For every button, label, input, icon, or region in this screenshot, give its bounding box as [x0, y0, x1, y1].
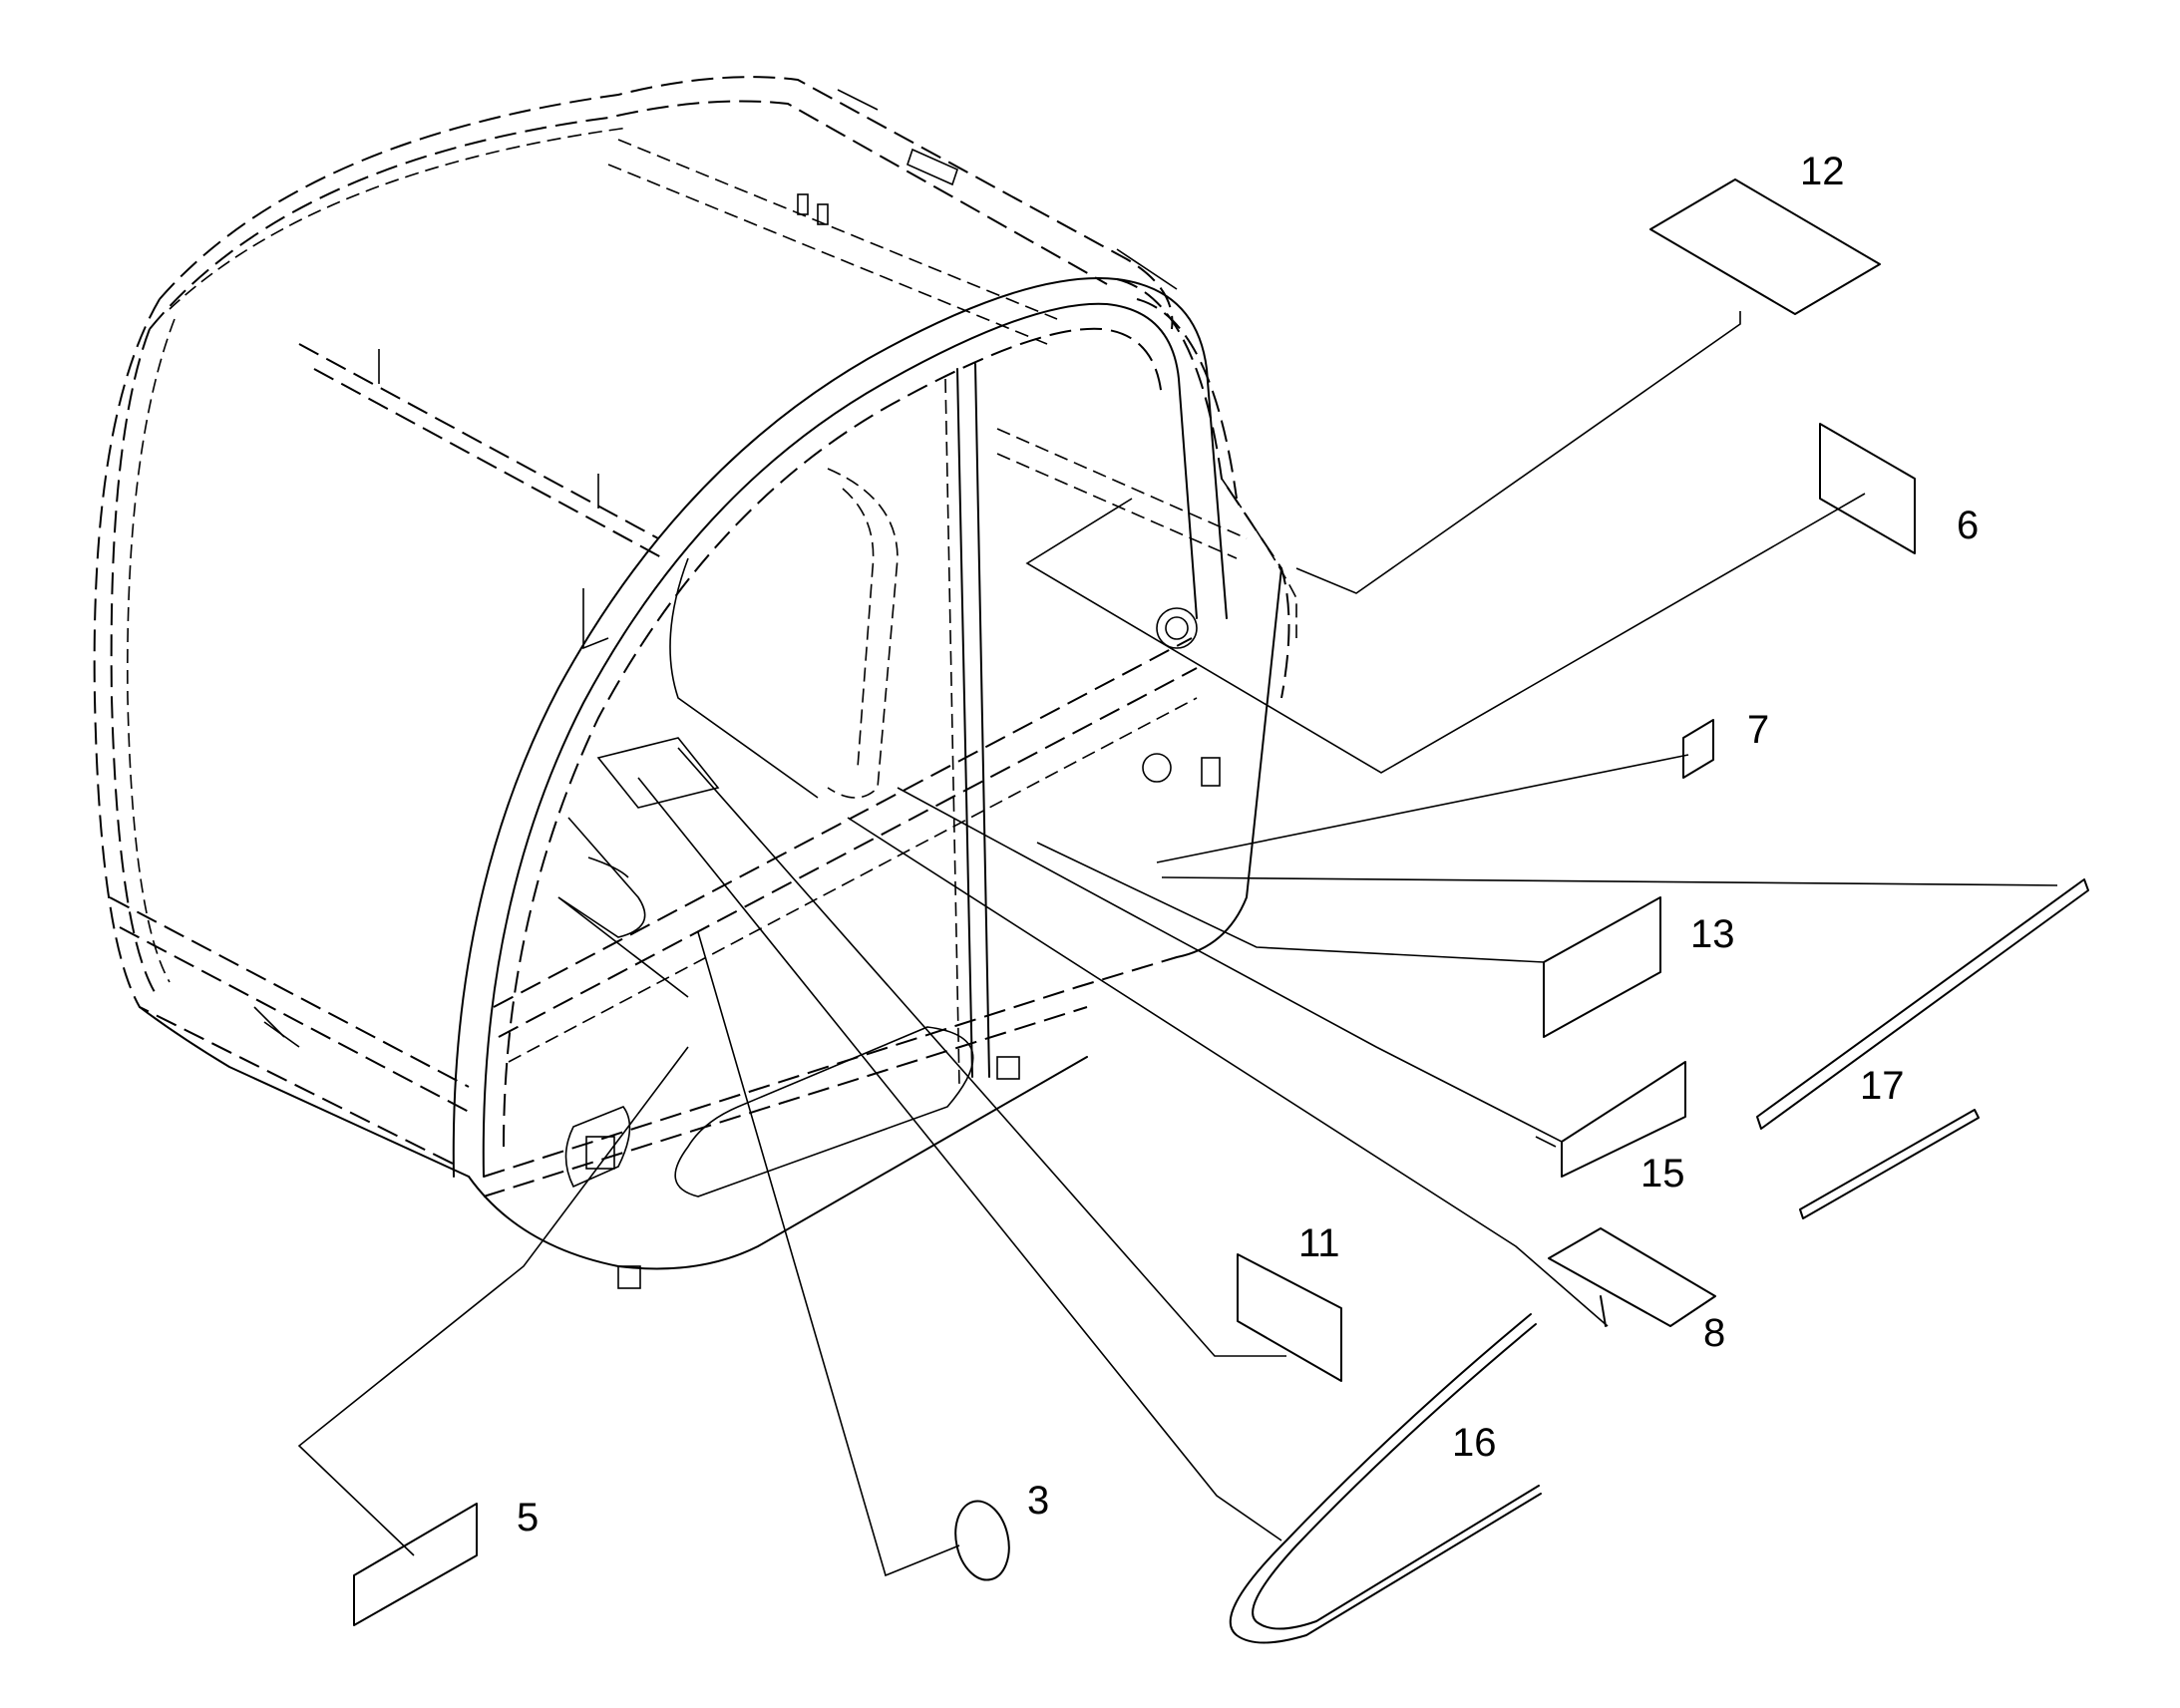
callout-13: 13	[1690, 912, 1735, 956]
callout-11: 11	[1298, 1221, 1340, 1265]
callout-17: 17	[1860, 1064, 1905, 1108]
callout-3: 3	[1027, 1479, 1049, 1523]
decal-12	[1649, 178, 1881, 315]
decal-6	[1819, 423, 1916, 554]
callout-12: 12	[1800, 150, 1845, 193]
decal-7	[1682, 719, 1714, 779]
callout-6: 6	[1957, 504, 1979, 547]
trim-strip-17	[1756, 878, 2089, 1219]
decal-3-round	[954, 1500, 1010, 1581]
callout-8: 8	[1703, 1311, 1725, 1355]
leader-lines	[297, 311, 2058, 1577]
callout-15: 15	[1640, 1152, 1685, 1196]
trim-strip-16	[1229, 1313, 1542, 1644]
callout-5: 5	[517, 1496, 539, 1539]
decal-13	[1543, 896, 1661, 1038]
callout-7: 7	[1747, 708, 1769, 752]
decal-5	[353, 1503, 478, 1626]
decal-11	[1237, 1253, 1342, 1382]
decal-15	[1561, 1061, 1686, 1178]
decal-8	[1548, 1227, 1716, 1327]
cab-frame	[93, 76, 1297, 1289]
callout-16: 16	[1452, 1421, 1497, 1465]
